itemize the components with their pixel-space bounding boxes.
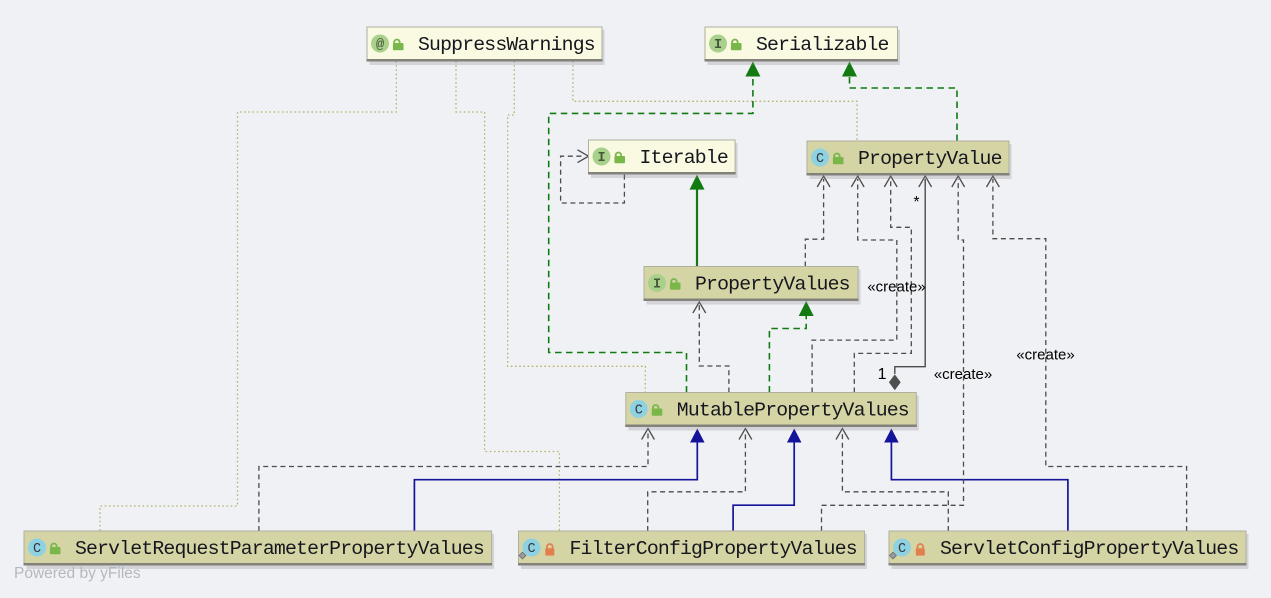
svg-text:1: 1 (878, 366, 887, 383)
svg-text:@: @ (376, 38, 384, 53)
svg-text:C: C (527, 542, 535, 557)
svg-text:Serializable: Serializable (756, 34, 889, 56)
svg-text:«create»: «create» (867, 279, 925, 296)
svg-text:MutablePropertyValues: MutablePropertyValues (677, 400, 909, 422)
svg-text:Powered by yFiles: Powered by yFiles (14, 565, 141, 582)
svg-text:Iterable: Iterable (640, 147, 728, 169)
svg-text:C: C (33, 542, 41, 557)
svg-text:*: * (913, 194, 919, 211)
svg-text:ServletRequestParameterPropert: ServletRequestParameterPropertyValues (75, 538, 484, 560)
svg-text:I: I (653, 278, 661, 293)
svg-text:PropertyValue: PropertyValue (858, 148, 1002, 170)
svg-text:ServletConfigPropertyValues: ServletConfigPropertyValues (940, 538, 1238, 560)
svg-text:C: C (898, 542, 906, 557)
svg-text:FilterConfigPropertyValues: FilterConfigPropertyValues (570, 538, 857, 560)
svg-text:I: I (597, 151, 605, 166)
svg-text:C: C (635, 404, 643, 419)
svg-text:C: C (816, 152, 824, 167)
svg-text:«create»: «create» (1016, 347, 1074, 364)
svg-text:PropertyValues: PropertyValues (695, 274, 850, 296)
svg-text:SuppressWarnings: SuppressWarnings (418, 34, 595, 56)
svg-text:«create»: «create» (934, 366, 992, 383)
svg-text:I: I (714, 38, 722, 53)
